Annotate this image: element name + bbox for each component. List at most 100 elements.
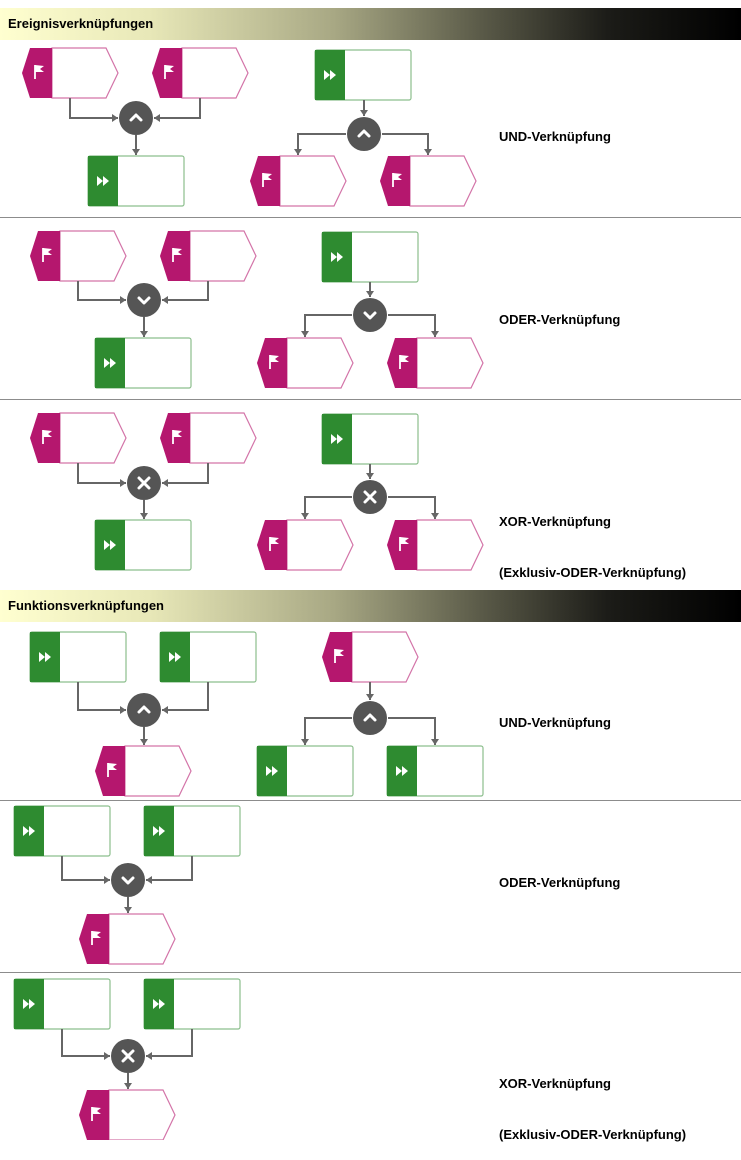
event-shape — [322, 631, 419, 683]
event-and-label: UND-Verknüpfung — [499, 129, 611, 144]
flow-arrow — [154, 98, 201, 122]
flow-arrow — [162, 463, 209, 487]
flow-arrow — [61, 1029, 110, 1060]
flag-icon — [262, 173, 272, 187]
event-shape — [79, 913, 176, 965]
flow-arrow — [162, 281, 209, 304]
fast-forward-icon — [169, 652, 181, 662]
fast-forward-icon — [324, 70, 336, 80]
and-connector — [353, 701, 387, 735]
flow-arrow — [124, 1073, 132, 1089]
function-shape — [314, 49, 412, 101]
flow-arrow — [294, 133, 346, 155]
function-shape — [87, 155, 185, 207]
fast-forward-icon — [331, 434, 343, 444]
function-shape — [94, 519, 192, 571]
flag-icon — [107, 763, 117, 777]
events-section-header: Ereignisverknüpfungen — [0, 8, 741, 40]
fast-forward-icon — [97, 176, 109, 186]
flag-icon — [399, 537, 409, 551]
functions-section-header: Funktionsverknüpfungen — [0, 590, 741, 622]
fast-forward-icon — [104, 358, 116, 368]
event-xor-label-line2: (Exklusiv-ODER-Verknüpfung) — [499, 565, 687, 580]
event-shape — [380, 155, 477, 207]
flow-arrow — [382, 133, 432, 155]
function-shape — [256, 745, 354, 797]
flow-arrow — [61, 856, 110, 884]
event-shape — [387, 519, 484, 571]
flow-arrow — [388, 314, 439, 337]
flow-arrow — [366, 464, 374, 479]
flow-arrow — [124, 897, 132, 913]
and-connector — [347, 117, 381, 151]
flag-icon — [392, 173, 402, 187]
flow-arrow — [146, 856, 193, 884]
event-shape — [250, 155, 347, 207]
event-shape — [22, 47, 119, 99]
flag-icon — [91, 931, 101, 945]
flag-icon — [34, 65, 44, 79]
function-xor-label-line1: XOR-Verknüpfung — [499, 1076, 611, 1091]
event-or-label: ODER-Verknüpfung — [499, 312, 621, 327]
event-shape — [160, 412, 257, 464]
flow-arrow — [132, 135, 140, 155]
or-connector — [353, 298, 387, 332]
event-shape — [387, 337, 484, 389]
flow-arrow — [301, 496, 352, 519]
function-shape — [321, 231, 419, 283]
functions-section-title: Funktionsverknüpfungen — [8, 598, 164, 613]
event-xor-label-line1: XOR-Verknüpfung — [499, 514, 611, 529]
function-shape — [13, 805, 111, 857]
function-shape — [321, 413, 419, 465]
divider — [0, 800, 741, 801]
fast-forward-icon — [266, 766, 278, 776]
fast-forward-icon — [104, 540, 116, 550]
caret-up-icon — [137, 705, 151, 714]
flag-icon — [172, 430, 182, 444]
xor-connector — [111, 1039, 145, 1073]
event-shape — [257, 519, 354, 571]
flow-arrow — [301, 717, 352, 745]
event-shape — [30, 230, 127, 282]
function-shape — [94, 337, 192, 389]
flow-arrow — [388, 496, 439, 519]
flag-icon — [91, 1107, 101, 1121]
xor-connector — [127, 466, 161, 500]
xor-connector — [353, 480, 387, 514]
event-shape — [257, 337, 354, 389]
flag-icon — [269, 355, 279, 369]
flag-icon — [42, 430, 52, 444]
function-xor-label: XOR-Verknüpfung (Exklusiv-ODER-Verknüpfu… — [499, 1041, 686, 1160]
fast-forward-icon — [396, 766, 408, 776]
function-or-label: ODER-Verknüpfung — [499, 875, 621, 890]
function-shape — [143, 805, 241, 857]
flow-arrow — [146, 1029, 193, 1060]
cross-icon — [137, 476, 151, 490]
caret-up-icon — [129, 113, 143, 122]
event-shape — [95, 745, 192, 797]
events-section-title: Ereignisverknüpfungen — [8, 16, 154, 31]
flow-arrow — [360, 100, 368, 116]
and-connector — [127, 693, 161, 727]
flow-arrow — [69, 98, 118, 122]
flow-arrow — [366, 682, 374, 700]
fast-forward-icon — [153, 826, 165, 836]
function-and-label: UND-Verknüpfung — [499, 715, 611, 730]
caret-up-icon — [357, 129, 371, 138]
flow-arrow — [388, 717, 439, 745]
fast-forward-icon — [39, 652, 51, 662]
divider — [0, 399, 741, 400]
cross-icon — [363, 490, 377, 504]
flow-arrow — [162, 682, 209, 714]
and-connector — [119, 101, 153, 135]
flag-icon — [399, 355, 409, 369]
flag-icon — [172, 248, 182, 262]
event-xor-label: XOR-Verknüpfung (Exklusiv-ODER-Verknüpfu… — [499, 479, 686, 598]
flow-arrow — [77, 682, 126, 714]
function-shape — [13, 978, 111, 1030]
event-shape — [160, 230, 257, 282]
flow-arrow — [140, 317, 148, 337]
fast-forward-icon — [153, 999, 165, 1009]
event-shape — [152, 47, 249, 99]
function-xor-label-line2: (Exklusiv-ODER-Verknüpfung) — [499, 1127, 687, 1142]
